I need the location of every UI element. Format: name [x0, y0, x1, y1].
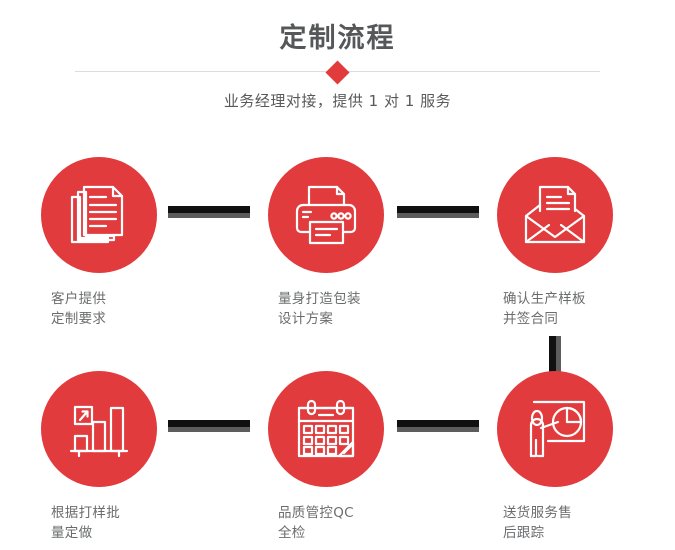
page-header: 定制流程 业务经理对接，提供 1 对 1 服务 — [0, 0, 675, 125]
connector-step2-step3 — [397, 206, 479, 218]
flow-step-3[interactable]: 确认生产样板 并签合同 — [475, 157, 635, 329]
connector-bar — [168, 420, 250, 427]
documents-stack-icon — [70, 185, 124, 244]
connector-step5-step6 — [397, 420, 479, 432]
flow-step-5-circle — [268, 371, 384, 487]
page-subtitle: 业务经理对接，提供 1 对 1 服务 — [223, 92, 452, 110]
flow-step-6-label: 送货服务售 后跟踪 — [503, 505, 572, 541]
flow-step-4-circle — [41, 371, 157, 487]
flow-step-1-label: 客户提供 定制要求 — [51, 291, 107, 327]
connector-bar — [397, 206, 479, 213]
flow-step-3-circle — [497, 157, 613, 273]
presenter-pie-chart-icon — [529, 400, 586, 458]
connector-shadow — [168, 427, 250, 432]
page-title: 定制流程 — [279, 23, 396, 54]
flow-step-4-label: 根据打样批 量定做 — [51, 505, 120, 541]
connector-bar — [397, 420, 479, 427]
connector-shadow — [397, 213, 479, 218]
flow-step-2[interactable]: 量身打造包装 设计方案 — [246, 157, 406, 329]
flow-step-1-circle — [41, 157, 157, 273]
connector-step3-step4 — [549, 336, 561, 382]
flow-step-2-label: 量身打造包装 设计方案 — [278, 291, 361, 327]
bar-chart-growth-icon — [69, 405, 129, 458]
connector-bar — [168, 206, 250, 213]
connector-shadow — [168, 213, 250, 218]
connector-bar — [549, 336, 556, 382]
connector-step4-step5 — [168, 420, 250, 432]
flow-step-4[interactable]: 根据打样批 量定做 — [19, 371, 179, 543]
envelope-document-icon — [524, 185, 586, 244]
flow-step-1[interactable]: 客户提供 定制要求 — [19, 157, 179, 329]
connector-shadow — [556, 336, 561, 382]
header-divider — [75, 59, 600, 85]
flow-step-5-label: 品质管控QC 全检 — [278, 505, 354, 541]
connector-step1-step2 — [168, 206, 250, 218]
printer-icon — [295, 185, 357, 245]
flow-step-6[interactable]: 送货服务售 后跟踪 — [475, 371, 635, 543]
connector-shadow — [397, 427, 479, 432]
flow-step-2-circle — [268, 157, 384, 273]
flow-step-5[interactable]: 品质管控QC 全检 — [246, 371, 406, 543]
flow-step-3-label: 确认生产样板 并签合同 — [503, 291, 586, 327]
flow-step-6-circle — [497, 371, 613, 487]
calendar-icon — [297, 399, 355, 458]
